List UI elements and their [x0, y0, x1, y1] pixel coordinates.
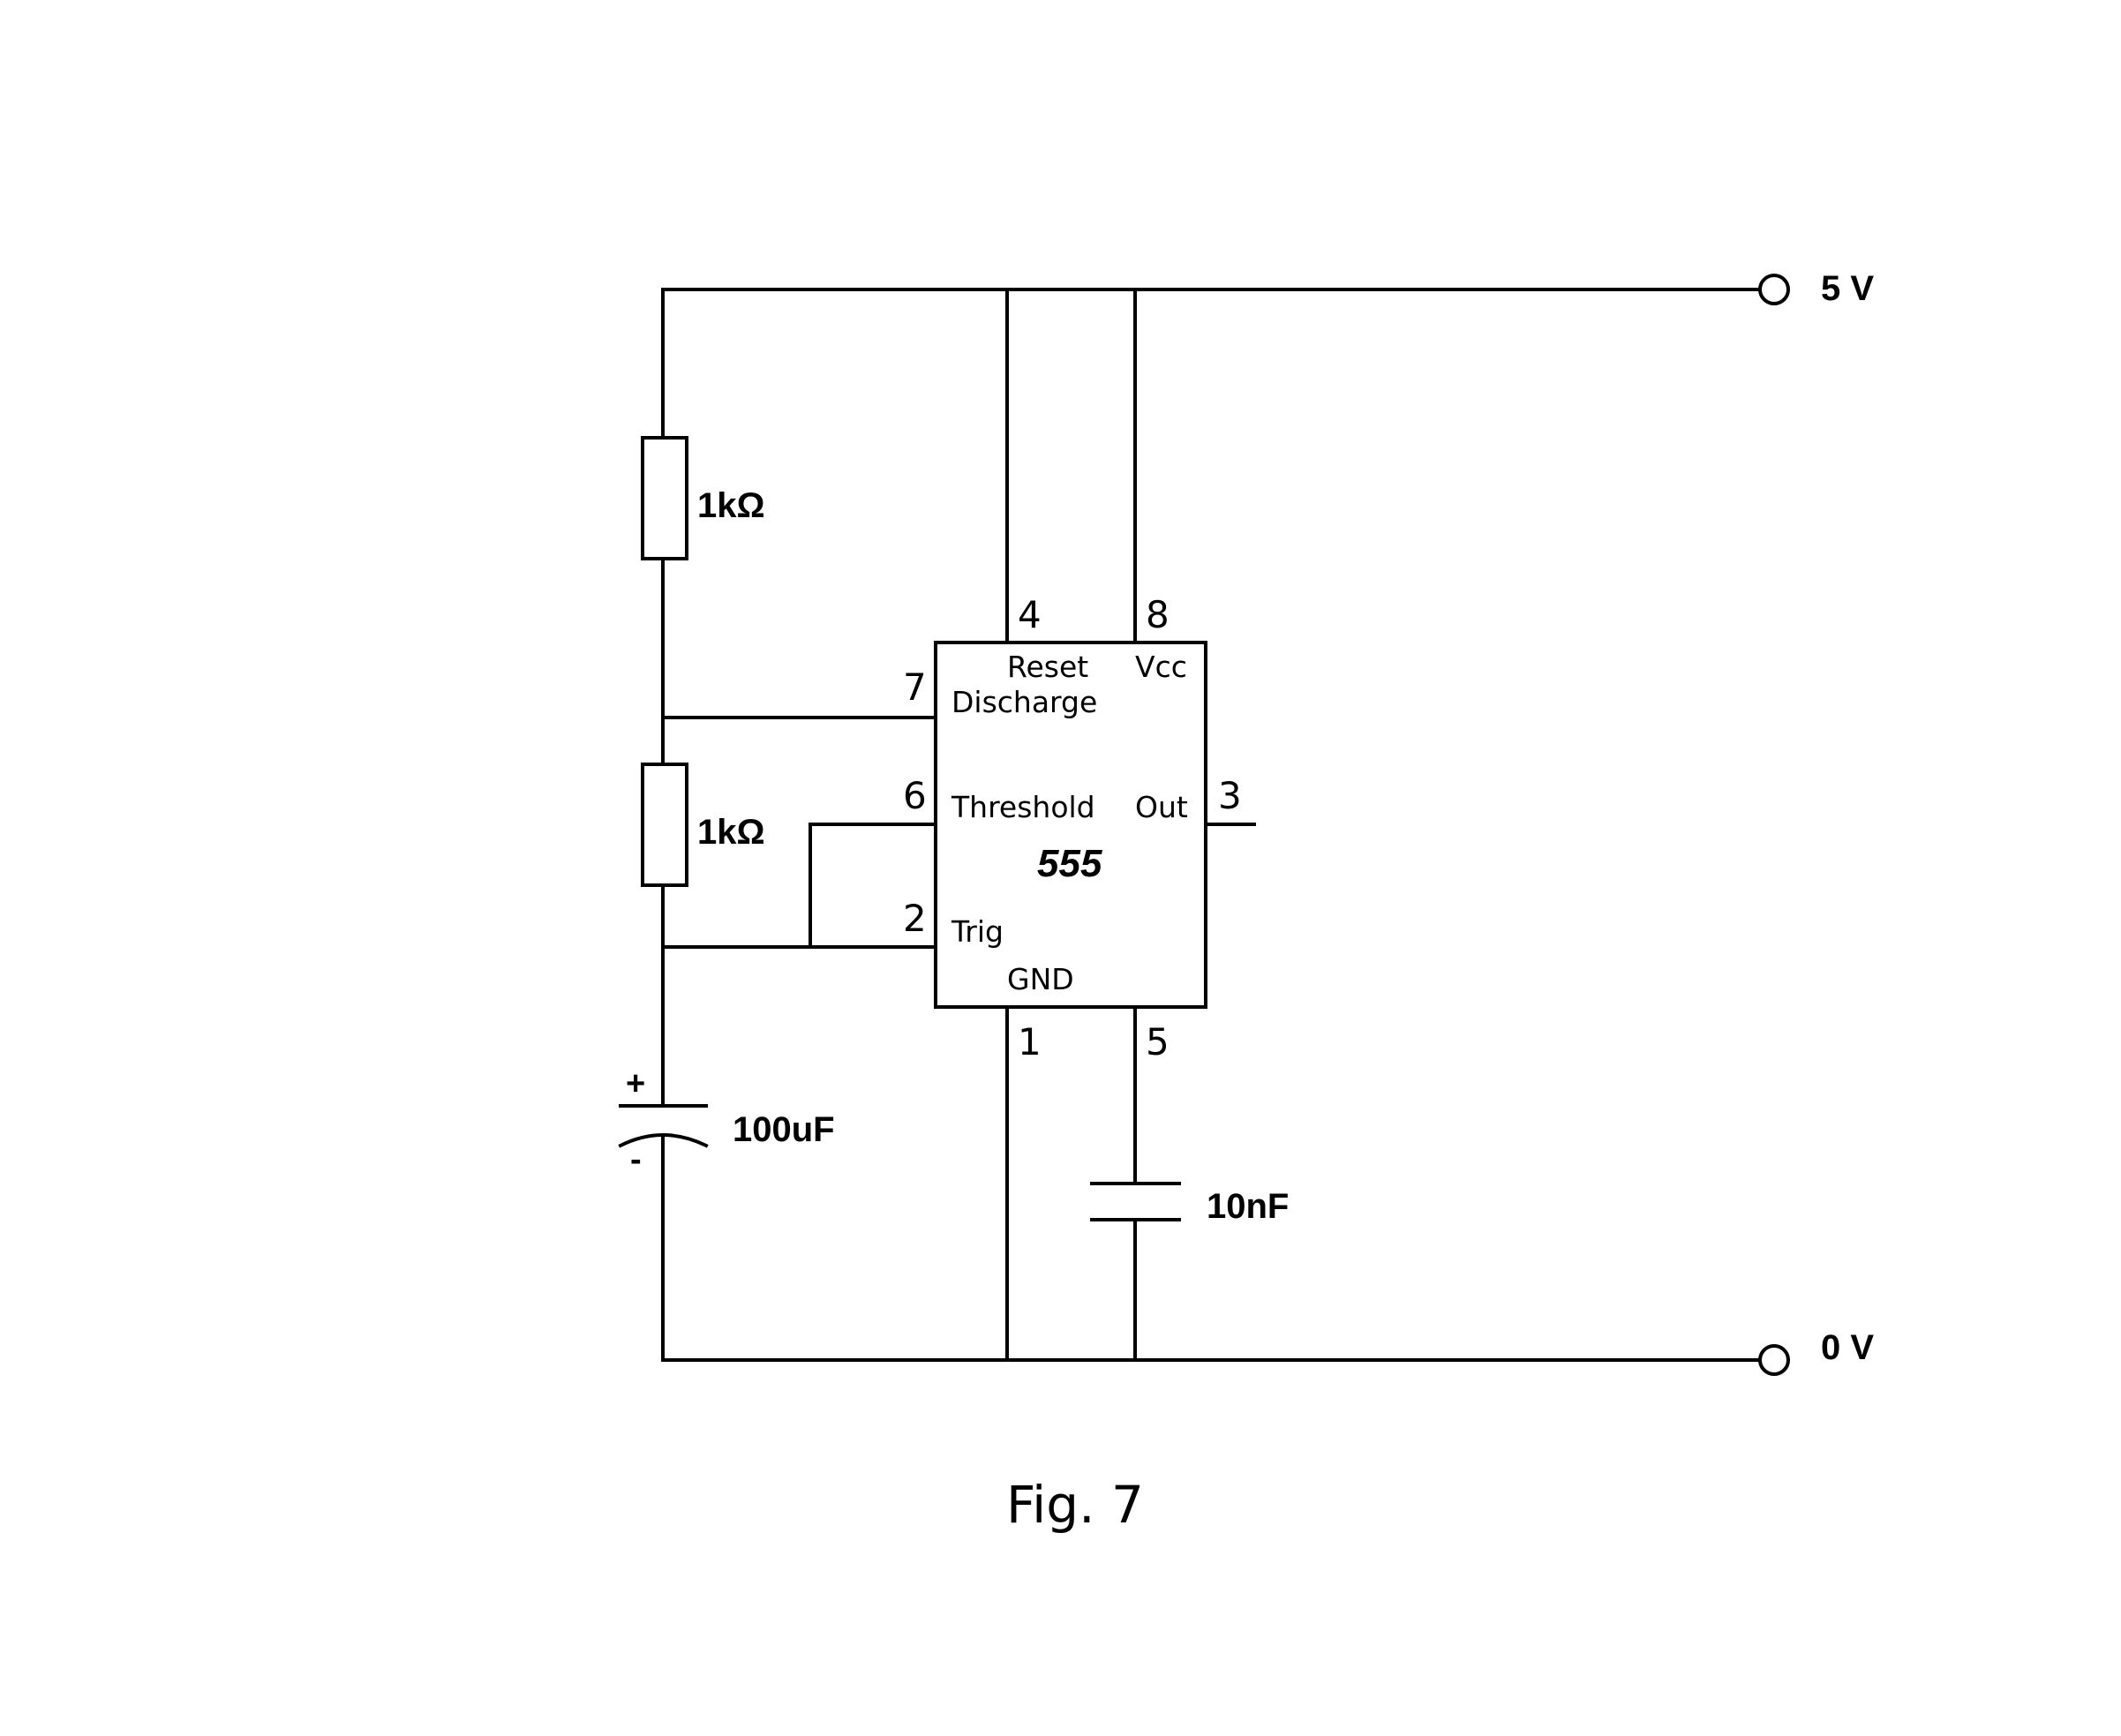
- pin-number-trig: 2: [903, 897, 927, 940]
- pin-number-vcc: 8: [1146, 593, 1170, 636]
- pin-number-control: 5: [1146, 1020, 1170, 1063]
- pin-function-discharge: Discharge: [951, 685, 1097, 719]
- capacitor-timing-label: 100uF: [733, 1110, 835, 1149]
- pin-function-reset: Reset: [1007, 650, 1088, 684]
- supply-terminal: [1758, 274, 1790, 305]
- pin-number-reset: 4: [1018, 593, 1042, 636]
- supply-rail: 5 V: [661, 269, 1874, 308]
- pin-function-out: Out: [1135, 790, 1188, 824]
- pin-number-discharge: 7: [903, 665, 927, 709]
- ground-voltage-label: 0 V: [1821, 1328, 1874, 1367]
- resistor-r2-label: 1kΩ: [697, 813, 765, 852]
- ic-555: 555 Reset Vcc Discharge Threshold Out Tr…: [903, 593, 1242, 1063]
- capacitor-minus-sign: -: [630, 1141, 642, 1178]
- ic-name: 555: [1037, 842, 1102, 885]
- resistor-r1-label: 1kΩ: [697, 486, 765, 525]
- resistor-r2: [641, 763, 688, 887]
- pin-function-trig: Trig: [951, 914, 1004, 949]
- ic-connections: [661, 288, 1256, 1362]
- ground-rail: 0 V: [661, 1328, 1874, 1376]
- ground-terminal: [1758, 1344, 1790, 1376]
- pin-number-gnd: 1: [1018, 1020, 1042, 1063]
- figure-caption: Fig. 7: [1006, 1475, 1144, 1535]
- capacitor-plus-sign: +: [626, 1065, 645, 1102]
- pin-number-threshold: 6: [903, 774, 927, 817]
- pin-function-vcc: Vcc: [1135, 650, 1187, 684]
- pin-function-threshold: Threshold: [951, 790, 1095, 824]
- pin-function-gnd: GND: [1007, 962, 1074, 996]
- supply-voltage-label: 5 V: [1821, 269, 1874, 308]
- resistor-r1: [641, 436, 688, 560]
- left-branch: 1kΩ 1kΩ + - 100uF: [618, 288, 835, 1362]
- ic-body: [934, 641, 1207, 1009]
- capacitor-control: [1090, 1182, 1181, 1221]
- pin-number-out: 3: [1218, 774, 1242, 817]
- capacitor-control-label: 10nF: [1207, 1187, 1289, 1226]
